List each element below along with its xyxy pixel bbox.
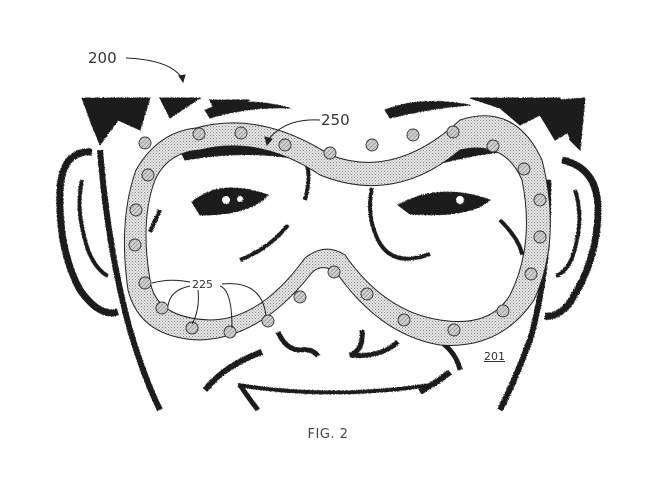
reference-numeral-200: 200 bbox=[88, 49, 117, 67]
leader-225-a bbox=[151, 279, 191, 284]
right-eye bbox=[397, 191, 491, 216]
right-ear bbox=[544, 156, 602, 320]
electrode bbox=[517, 162, 531, 176]
reference-numeral-201: 201 bbox=[484, 350, 505, 363]
left-ear-inner bbox=[77, 179, 109, 278]
sensor-band bbox=[123, 115, 551, 346]
leader-lines bbox=[125, 57, 321, 329]
electrodes bbox=[128, 125, 547, 339]
electrode bbox=[128, 238, 142, 252]
left-eye bbox=[191, 187, 269, 216]
electrode bbox=[446, 125, 460, 139]
electrode bbox=[360, 287, 374, 301]
electrode bbox=[365, 138, 379, 152]
leader-225-b bbox=[167, 285, 191, 307]
electrode bbox=[192, 127, 206, 141]
electrode bbox=[533, 193, 547, 207]
electrode bbox=[323, 146, 337, 160]
electrode bbox=[261, 314, 275, 328]
right-cheek-line bbox=[498, 218, 524, 256]
hair-left bbox=[81, 97, 151, 147]
leader-225-e bbox=[221, 283, 267, 317]
electrode bbox=[524, 267, 538, 281]
right-ear-inner bbox=[555, 189, 582, 278]
electrode bbox=[496, 304, 510, 318]
nose-bridge-right bbox=[368, 187, 431, 261]
electrode bbox=[278, 138, 292, 152]
reference-numeral-250: 250 bbox=[321, 111, 350, 129]
smile-left bbox=[202, 349, 263, 392]
leader-200 bbox=[125, 57, 183, 79]
electrode bbox=[327, 265, 341, 279]
electrode bbox=[447, 323, 461, 337]
leader-225-c bbox=[191, 289, 199, 325]
left-ear bbox=[56, 148, 120, 317]
electrode bbox=[293, 290, 307, 304]
electrode bbox=[138, 136, 152, 150]
hair-center bbox=[204, 101, 291, 119]
electrode bbox=[533, 230, 547, 244]
arrow-200 bbox=[178, 74, 186, 84]
smile-left-lower bbox=[237, 383, 260, 412]
nose-right bbox=[348, 329, 400, 358]
hair-far-right bbox=[559, 97, 586, 152]
electrode bbox=[129, 203, 143, 217]
electrode bbox=[138, 276, 152, 290]
electrode bbox=[223, 325, 237, 339]
leader-250 bbox=[267, 119, 321, 141]
leader-225-d bbox=[219, 285, 233, 329]
electrode bbox=[141, 168, 155, 182]
electrode bbox=[397, 313, 411, 327]
smile-right bbox=[418, 369, 452, 395]
band-outer-fill bbox=[123, 115, 551, 346]
left-cheek-line bbox=[148, 209, 162, 233]
figure-caption: FIG. 2 bbox=[307, 427, 349, 442]
left-eye-highlight bbox=[222, 196, 230, 204]
electrode bbox=[155, 301, 169, 315]
right-eye-highlight bbox=[456, 196, 464, 204]
reference-numeral-225: 225 bbox=[192, 278, 213, 291]
hair-right-center bbox=[384, 100, 471, 119]
left-jaw bbox=[97, 149, 163, 412]
electrode bbox=[486, 139, 500, 153]
electrode bbox=[234, 126, 248, 140]
left-under-eye bbox=[239, 223, 290, 262]
electrode bbox=[406, 128, 420, 142]
smile bbox=[237, 383, 431, 395]
nose-left bbox=[275, 330, 320, 358]
electrode bbox=[185, 321, 199, 335]
arrow-250 bbox=[264, 136, 273, 147]
